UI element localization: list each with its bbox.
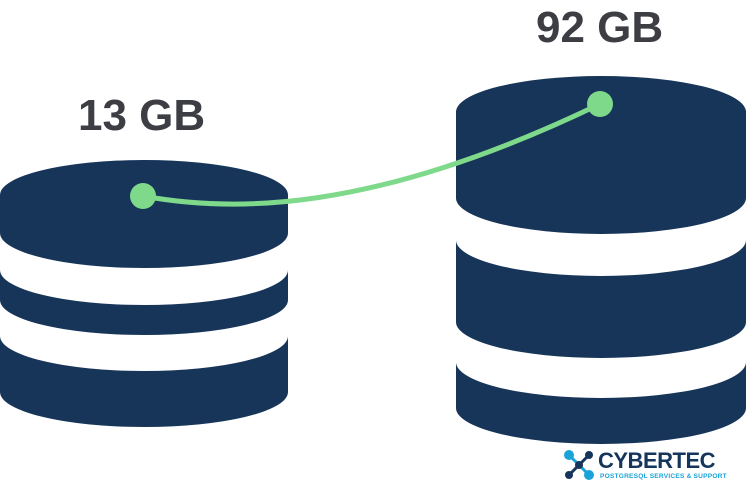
- connector-end-dot: [587, 91, 613, 117]
- large-database-size-label: 92 GB: [536, 3, 664, 52]
- large-database-bottom-disk: [456, 362, 746, 444]
- small-database-bottom-disk: [0, 336, 288, 427]
- small-database-top-disk: [0, 160, 288, 268]
- cybertec-logo: CYBERTEC POSTGRESQL SERVICES & SUPPORT: [560, 448, 746, 484]
- connector-start-dot: [130, 183, 156, 209]
- cybertec-logo-tagline: POSTGRESQL SERVICES & SUPPORT: [600, 473, 727, 480]
- small-database-middle-disk: [0, 270, 288, 335]
- large-database-top-disk: [456, 76, 746, 234]
- large-database-middle-disk: [456, 240, 746, 358]
- large-database-icon: [456, 76, 746, 444]
- small-database-size-label: 13 GB: [78, 91, 206, 140]
- connector-line: [140, 101, 603, 207]
- cybertec-logo-wordmark: CYBERTEC: [598, 448, 716, 473]
- small-database-icon: [0, 160, 288, 427]
- cybertec-logo-icon: [564, 450, 594, 480]
